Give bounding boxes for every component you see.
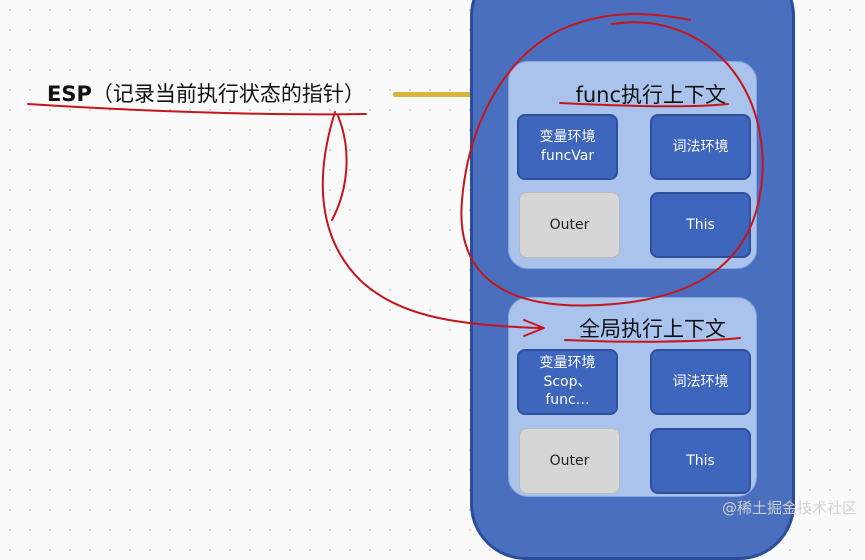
variable-env-label: 变量环境 [539, 354, 596, 371]
esp-pointer-stroke [331, 115, 348, 221]
global-lexical-environment: 词法环境 [650, 349, 751, 415]
global-execution-context: 全局执行上下文 变量环境 Scop、 func… 词法环境 Outer This [508, 297, 757, 497]
global-this-binding: This [650, 428, 751, 494]
func-context-title: func执行上下文 [575, 83, 726, 107]
lexical-env-label: 词法环境 [672, 138, 729, 155]
outer-label: Outer [549, 452, 590, 469]
global-outer-reference: Outer [519, 428, 620, 494]
outer-label: Outer [549, 216, 590, 233]
esp-label: ESP（记录当前执行状态的指针） [47, 78, 365, 108]
func-this-binding: This [650, 192, 751, 258]
this-label: This [686, 216, 715, 233]
global-context-title: 全局执行上下文 [579, 317, 726, 341]
func-execution-context: func执行上下文 变量环境 funcVar 词法环境 Outer This [508, 61, 757, 269]
variable-env-entry: func… [545, 392, 590, 409]
func-variable-environment: 变量环境 funcVar [517, 114, 618, 180]
variable-env-entry: funcVar [540, 148, 595, 164]
func-outer-reference: Outer [519, 192, 620, 258]
func-lexical-environment: 词法环境 [650, 114, 751, 180]
this-label: This [686, 452, 715, 469]
esp-description: （记录当前执行状态的指针） [91, 82, 365, 106]
esp-pointer-arrow [393, 92, 497, 97]
esp-abbr: ESP [47, 82, 92, 106]
lexical-env-label: 词法环境 [672, 373, 729, 390]
variable-env-label: 变量环境 [539, 129, 596, 146]
watermark: @稀土掘金技术社区 [721, 499, 857, 517]
global-variable-environment: 变量环境 Scop、 func… [517, 349, 618, 415]
variable-env-entry: Scop、 [543, 373, 592, 390]
